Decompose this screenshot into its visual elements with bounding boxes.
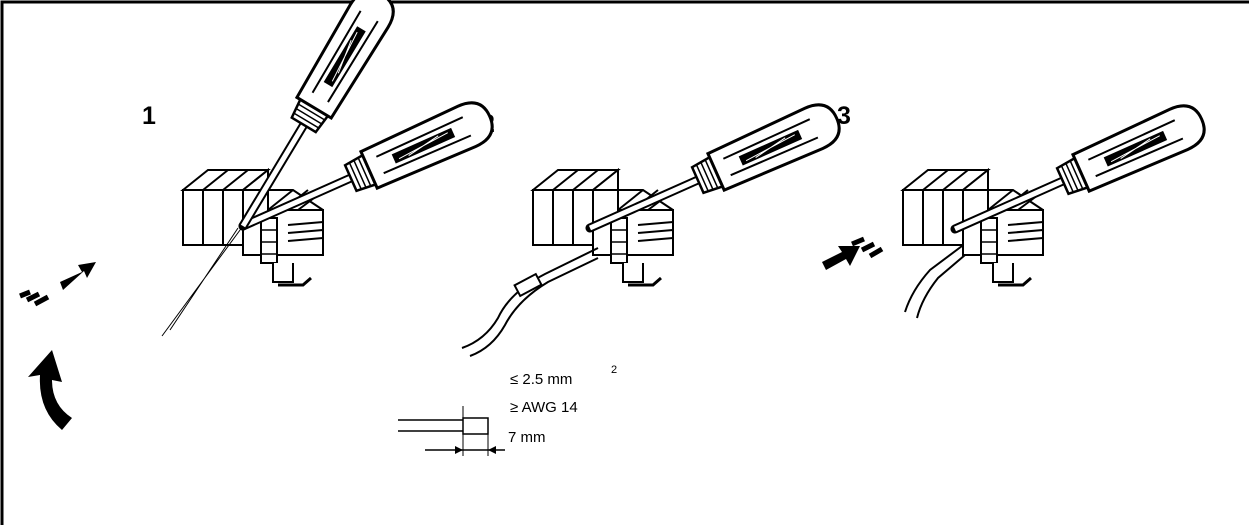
rotate-arrow-icon <box>28 350 72 430</box>
step-3-label: 3 <box>837 102 851 130</box>
terminal-block <box>531 168 675 287</box>
step-1-label: 1 <box>142 102 156 130</box>
cross-section-exponent: 2 <box>611 364 617 376</box>
terminal-block <box>181 168 325 287</box>
max-cross-section: ≤ 2.5 mm <box>510 371 572 388</box>
min-awg: ≥ AWG 14 <box>510 399 578 416</box>
step-2-illustration <box>461 98 846 357</box>
strip-length-dimension <box>398 406 505 456</box>
push-arrow-icon <box>19 262 96 307</box>
pull-arrow-icon <box>822 236 884 270</box>
step-3-illustration <box>822 99 1211 319</box>
step-1-illustration <box>19 0 499 430</box>
strip-length: 7 mm <box>508 429 546 446</box>
wire-spec: ≤ 2.5 mm 2 ≥ AWG 14 7 mm <box>398 364 617 456</box>
wire <box>461 247 599 357</box>
terminal-block <box>901 168 1045 287</box>
wire <box>904 245 966 319</box>
